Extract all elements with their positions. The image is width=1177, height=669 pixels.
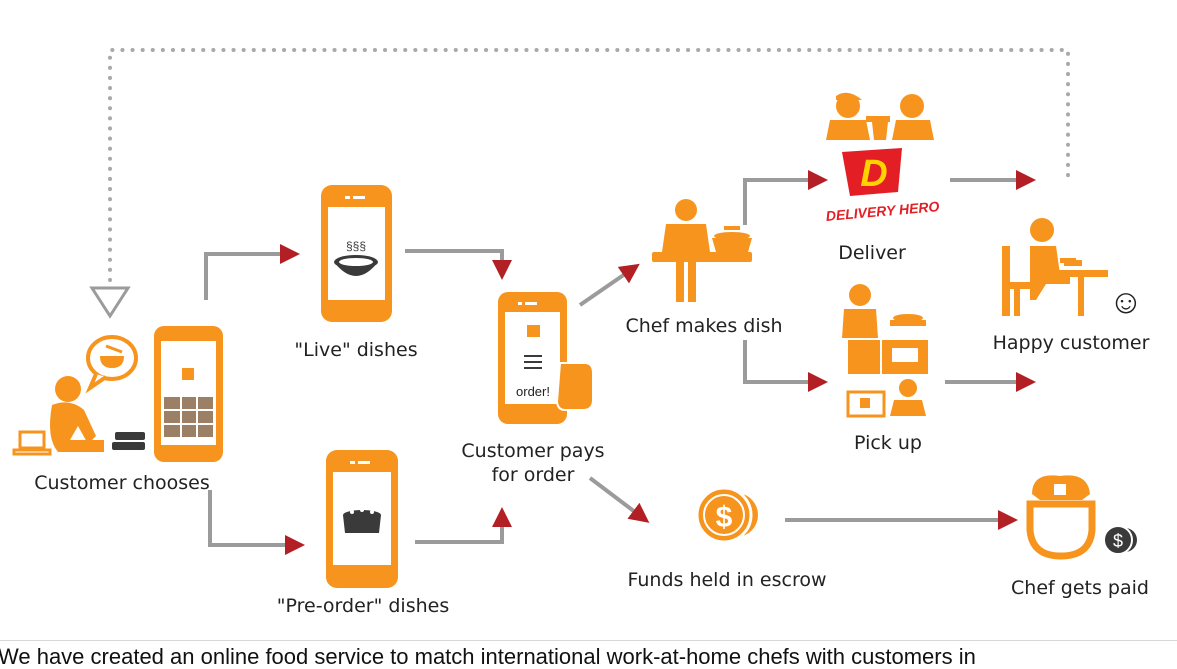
happy-customer-label: Happy customer xyxy=(993,332,1150,354)
customer-pays-label-line1: Customer pays xyxy=(461,440,604,462)
caption-text: We have created an online food service t… xyxy=(0,644,976,669)
customer-chooses-node: Customer chooses xyxy=(12,326,223,494)
connectors xyxy=(204,170,1036,555)
order-phone-icon: order! xyxy=(498,292,594,424)
arrow-preorder-to-pay xyxy=(415,507,512,544)
chef-head-icon xyxy=(1026,475,1096,560)
chef-cooking-icon xyxy=(652,199,752,302)
speech-bubble-icon xyxy=(85,335,138,394)
preorder-dishes-label: "Pre-order" dishes xyxy=(277,595,449,617)
preorder-phone-icon xyxy=(326,450,398,588)
customer-pays-node: order! Customer pays for order xyxy=(461,292,605,486)
live-dish-phone-icon: §§§ xyxy=(321,185,392,322)
pickup-handover-icon xyxy=(846,379,926,418)
logo-brand-text: DELIVERY HERO xyxy=(825,198,940,224)
chef-at-counter-icon xyxy=(842,284,928,374)
smiley-icon: ☺ xyxy=(1109,283,1144,321)
live-dishes-label: "Live" dishes xyxy=(294,339,417,361)
escrow-node: $ Funds held in escrow xyxy=(627,486,827,591)
happy-customer-node: ☺ Happy customer xyxy=(993,218,1150,354)
dark-coin-icon: $ xyxy=(1103,525,1137,555)
diner-at-table-icon xyxy=(1002,218,1108,316)
order-text: order! xyxy=(516,384,550,399)
delivery-hero-logo: D DELIVERY HERO xyxy=(825,148,940,224)
preorder-dishes-node: "Pre-order" dishes xyxy=(277,450,449,617)
deliver-label: Deliver xyxy=(838,242,906,264)
chef-makes-dish-label: Chef makes dish xyxy=(625,315,782,337)
arrow-choose-to-live xyxy=(204,244,300,300)
pick-up-label: Pick up xyxy=(854,432,922,454)
arrow-chef-to-pickup xyxy=(743,340,828,392)
chef-makes-dish-node: Chef makes dish xyxy=(625,199,783,337)
coins-icon: $ xyxy=(695,486,758,544)
arrow-live-to-pay xyxy=(405,249,512,280)
customer-sitting-icon xyxy=(12,376,145,456)
customer-chooses-label: Customer chooses xyxy=(34,472,210,494)
dark-coin-symbol: $ xyxy=(1113,531,1123,551)
arrow-chef-to-deliver xyxy=(743,170,828,225)
arrow-pay-to-chef xyxy=(578,263,640,307)
dollar-symbol: $ xyxy=(716,501,733,534)
delivery-handover-icon xyxy=(826,92,934,140)
steam-icon: §§§ xyxy=(346,239,366,253)
hand-icon xyxy=(555,362,594,411)
chef-gets-paid-node: $ Chef gets paid xyxy=(1011,475,1149,599)
chef-gets-paid-label: Chef gets paid xyxy=(1011,577,1149,599)
feedback-loop xyxy=(89,48,1070,319)
loop-triangle-icon xyxy=(89,286,131,319)
deliver-node: D DELIVERY HERO Deliver xyxy=(825,92,940,264)
arrow-pay-to-escrow xyxy=(588,476,650,523)
live-dishes-node: §§§ "Live" dishes xyxy=(294,185,418,361)
cake-icon xyxy=(343,515,381,533)
divider xyxy=(0,640,1177,641)
escrow-label: Funds held in escrow xyxy=(627,569,826,591)
pick-up-node: Pick up xyxy=(842,284,928,454)
customer-pays-label-line2: for order xyxy=(492,464,575,486)
arrow-choose-to-preorder xyxy=(208,490,305,555)
menu-phone-icon xyxy=(154,326,223,462)
logo-letter: D xyxy=(860,153,887,195)
